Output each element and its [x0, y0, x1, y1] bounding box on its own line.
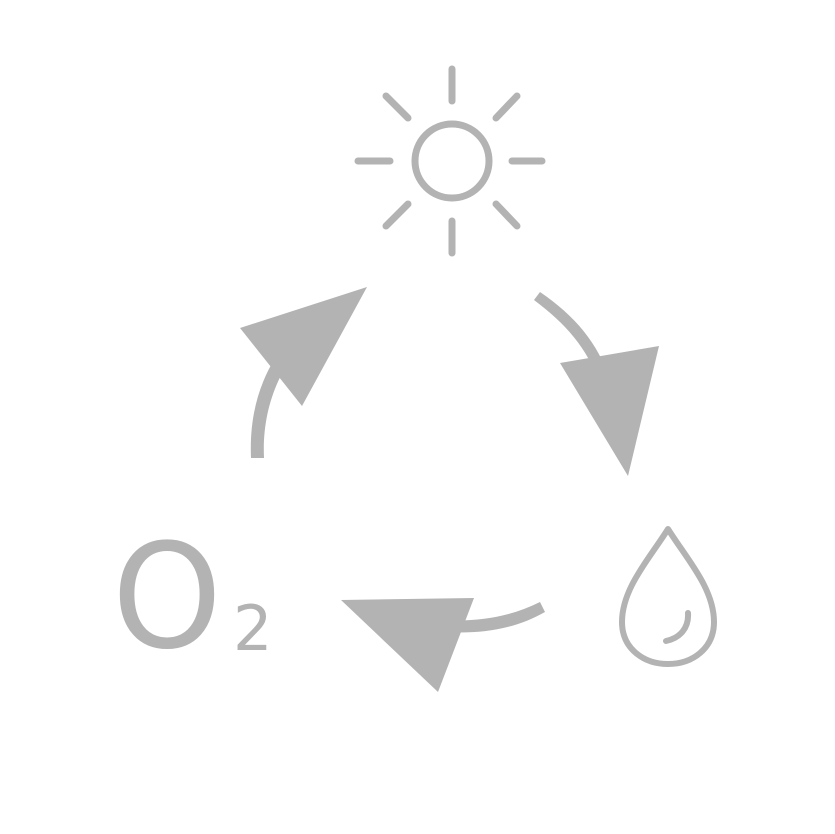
sun-ray-bottom-left: [382, 200, 412, 230]
oxygen-label: O 2: [112, 513, 272, 682]
water-drop-outline: [619, 526, 717, 667]
arrow-oxygen-to-sun: [240, 287, 367, 458]
sun-disc: [411, 120, 493, 202]
oxygen-subscript: 2: [233, 592, 272, 665]
arrow-sun-to-water: [534, 292, 659, 476]
sun-icon: [354, 65, 546, 257]
sun-ray-top-right: [492, 92, 521, 122]
arrow-oxygen-to-sun-head: [240, 287, 367, 406]
arrow-sun-to-water-head: [560, 346, 659, 476]
arrow-oxygen-to-sun-shaft: [250, 335, 302, 458]
water-drop-icon: [619, 526, 717, 667]
oxygen-symbol: O: [112, 513, 222, 682]
sun-ray-top-left: [382, 92, 412, 122]
sun-ray-bottom-right: [492, 200, 521, 230]
arrow-water-to-oxygen: [341, 598, 545, 692]
water-drop-highlight: [663, 610, 692, 644]
arrow-water-to-oxygen-head: [341, 598, 474, 692]
